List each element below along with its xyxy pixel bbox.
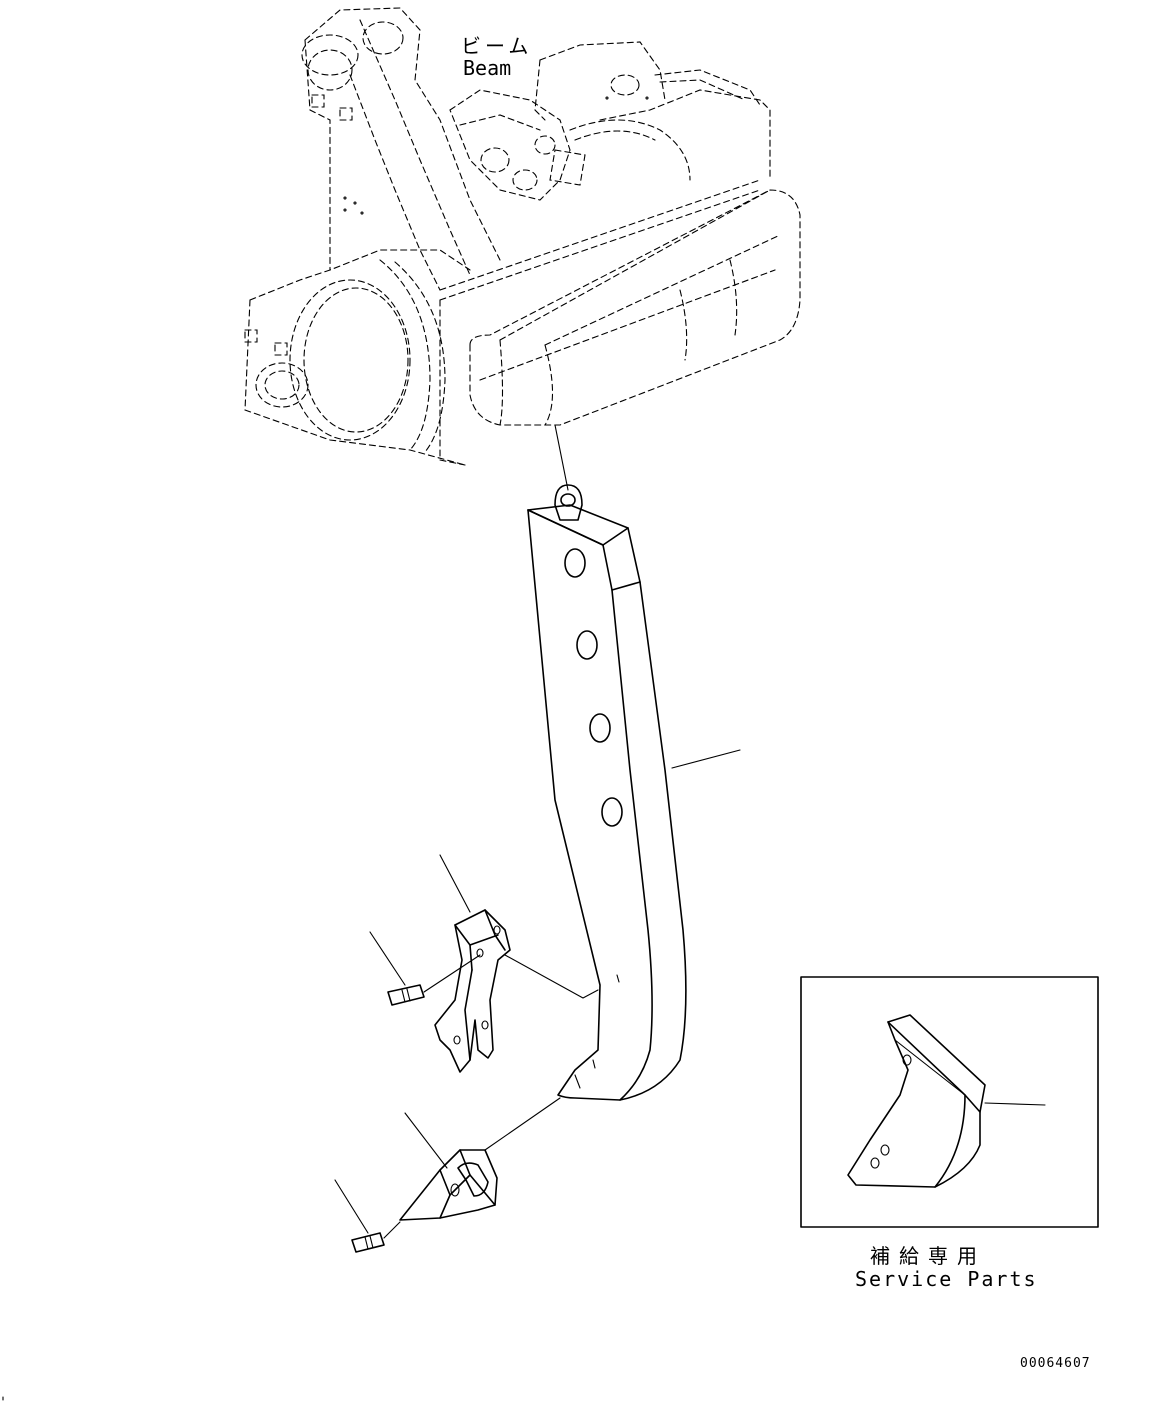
tip-pin-path xyxy=(383,1221,401,1239)
tip xyxy=(399,1149,498,1221)
tip-pin-leader xyxy=(334,1179,369,1234)
service-parts-callout-leader xyxy=(984,1102,1046,1106)
beam-label-en: Beam xyxy=(463,56,512,80)
protector-callout-leader xyxy=(439,854,471,913)
protector xyxy=(434,909,511,1073)
protector-shank-leader xyxy=(504,954,599,999)
protector-pin-path xyxy=(423,954,481,993)
beam-shank-leader xyxy=(554,424,569,491)
tip-pin xyxy=(351,1232,385,1253)
service-parts-label-jp: 補給専用 xyxy=(870,1244,986,1268)
service-parts-label-en: Service Parts xyxy=(855,1267,1038,1291)
protector-pin xyxy=(387,984,425,1006)
tip-shank-leader xyxy=(484,1097,561,1151)
beam-assembly xyxy=(244,7,801,466)
beam-label-jp: ビーム xyxy=(461,34,533,58)
shank-callout-leader xyxy=(671,749,741,769)
drawing-number: 00064607 xyxy=(1020,1356,1091,1371)
service-parts-shank-tip xyxy=(847,1014,986,1188)
shank xyxy=(527,484,687,1101)
service-parts-frame xyxy=(800,976,1099,1228)
tip-callout-leader xyxy=(404,1112,448,1169)
protector-pin-leader xyxy=(369,931,406,986)
